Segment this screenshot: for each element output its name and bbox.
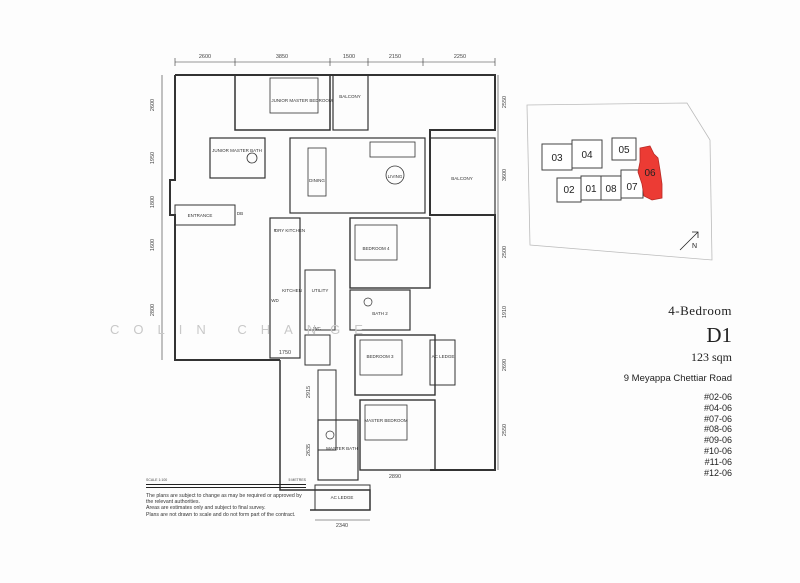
key-label-06: 06 xyxy=(644,168,656,179)
unit-stack: #04-06 xyxy=(703,402,732,413)
dim-top-2: 3850 xyxy=(276,54,288,60)
dim-inner-2: 2915 xyxy=(306,386,312,398)
key-unit-03 xyxy=(541,143,573,171)
key-plan: 03 04 05 06 02 01 08 07 N xyxy=(522,100,714,262)
room-utility: UTILITY xyxy=(312,288,329,293)
room-bedroom3: BEDROOM 3 xyxy=(366,354,394,359)
room-living: LIVING xyxy=(388,174,403,179)
dim-right-1: 2550 xyxy=(502,96,508,108)
watermark: COLIN CHANGE xyxy=(110,322,377,337)
dim-left-4: 1600 xyxy=(150,239,156,251)
disclaimer-line: the relevant authorities. xyxy=(146,499,200,506)
dim-left-3: 1800 xyxy=(150,196,156,208)
key-label-05: 05 xyxy=(618,145,630,156)
scale-line xyxy=(146,484,306,488)
room-ac-ledge-bottom: AC LEDGE xyxy=(331,495,354,500)
dim-inner-1: 1750 xyxy=(279,350,291,356)
unit-type: 4-Bedroom xyxy=(668,303,732,318)
unit-area: 123 sqm xyxy=(690,350,732,364)
unit-stack: #12-06 xyxy=(703,467,732,478)
unit-stack: #11-06 xyxy=(704,456,732,467)
unit-stack: #10-06 xyxy=(703,445,732,456)
dim-left-1: 2600 xyxy=(150,99,156,111)
scale-end-label: 5 METRES xyxy=(288,478,306,482)
key-label-08: 08 xyxy=(605,184,617,195)
key-label-07: 07 xyxy=(626,182,638,193)
unit-info: 4-Bedroom D1 123 sqm 9 Meyappa Chettiar … xyxy=(612,303,732,478)
disclaimer: The plans are subject to change as may b… xyxy=(146,493,316,518)
key-label-03: 03 xyxy=(551,153,563,164)
dim-right-3: 2500 xyxy=(502,246,508,258)
floor-plan: JUNIOR MASTER BEDROOM BALCONY JUNIOR MAS… xyxy=(140,40,520,540)
room-entrance: ENTRANCE xyxy=(188,213,213,218)
key-label-02: 02 xyxy=(563,185,575,196)
dim-top-5: 2250 xyxy=(454,54,466,60)
unit-stack-list: #02-06 #04-06 #07-06 #08-06 #09-06 #10-0… xyxy=(612,392,732,478)
disclaimer-line: Areas are estimates only and subject to … xyxy=(146,505,266,512)
room-db: DB xyxy=(237,211,243,216)
room-kitchen: KITCHEN xyxy=(282,288,302,293)
scale-label: SCALE 1:100 xyxy=(146,478,168,482)
room-ac-ledge-mid: AC LEDGE xyxy=(432,354,455,359)
disclaimer-line: Plans are not drawn to scale and do not … xyxy=(146,511,296,518)
dim-right-2: 3600 xyxy=(502,169,508,181)
scale-bar: SCALE 1:100 5 METRES xyxy=(146,478,306,492)
north-arrow-icon xyxy=(679,231,699,251)
unit-stack: #09-06 xyxy=(703,435,732,446)
room-master-bedroom: MASTER BEDROOM xyxy=(364,418,408,423)
key-unit-05 xyxy=(611,137,637,161)
room-dining: DINING xyxy=(309,178,325,183)
unit-stack: #02-06 xyxy=(703,392,732,402)
key-plan-drawing: 03 04 05 06 02 01 08 07 N xyxy=(526,102,713,261)
room-dry-kitchen: DRY KITCHEN xyxy=(275,228,305,233)
dim-inner-4: 2890 xyxy=(389,474,401,480)
dim-top-4: 2150 xyxy=(389,54,401,60)
room-bath2: BATH 2 xyxy=(372,311,388,316)
room-junior-master-bath: JUNIOR MASTER BATH xyxy=(212,148,262,153)
dim-top-1: 2600 xyxy=(199,54,211,60)
room-balcony-top: BALCONY xyxy=(339,94,361,99)
unit-stack: #07-06 xyxy=(703,413,732,424)
room-master-bath: MASTER BATH xyxy=(326,446,358,451)
dim-left-5: 2800 xyxy=(150,304,156,316)
dim-right-4: 1910 xyxy=(502,306,508,318)
north-label: N xyxy=(692,243,697,250)
room-wc: WC xyxy=(313,326,321,331)
dim-right-5: 2690 xyxy=(502,359,508,371)
dim-top-3: 1500 xyxy=(343,54,355,60)
unit-code: D1 xyxy=(706,323,732,347)
key-label-04: 04 xyxy=(581,150,593,161)
key-unit-06-highlight xyxy=(637,145,663,201)
dim-left-2: 1950 xyxy=(150,152,156,164)
dim-inner-3: 2635 xyxy=(306,444,312,456)
room-bedroom4: BEDROOM 4 xyxy=(362,246,390,251)
room-balcony-right: BALCONY xyxy=(451,176,473,181)
room-wd: WD xyxy=(271,298,279,303)
dim-inner-5: 2340 xyxy=(336,523,348,529)
room-junior-master-bedroom: JUNIOR MASTER BEDROOM xyxy=(271,98,333,103)
unit-address: 9 Meyappa Chettiar Road xyxy=(623,373,732,384)
dim-right-6: 2550 xyxy=(502,424,508,436)
key-label-01: 01 xyxy=(585,184,597,195)
unit-stack: #08-06 xyxy=(703,424,732,435)
room-f: F xyxy=(274,228,277,233)
key-unit-04 xyxy=(571,139,603,169)
floor-plan-drawing: JUNIOR MASTER BEDROOM BALCONY JUNIOR MAS… xyxy=(150,54,508,529)
disclaimer-line: The plans are subject to change as may b… xyxy=(146,493,302,499)
